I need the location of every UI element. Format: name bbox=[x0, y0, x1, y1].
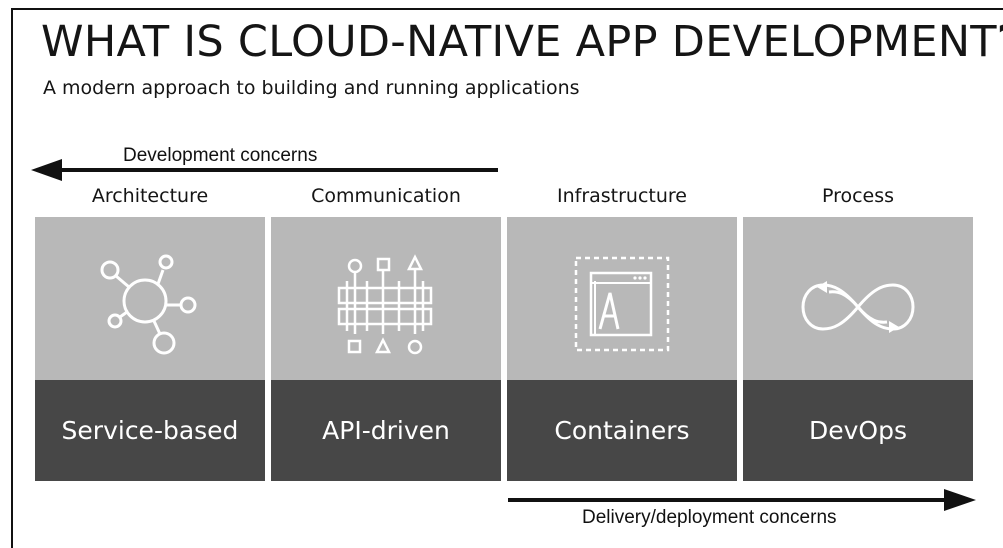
tile-api-driven: API-driven bbox=[271, 217, 501, 481]
tile-icon-area bbox=[507, 217, 737, 380]
tile-devops: DevOps bbox=[743, 217, 973, 481]
delivery-arrow bbox=[508, 489, 976, 511]
tile-containers: Containers bbox=[507, 217, 737, 481]
container-app-icon bbox=[574, 256, 670, 352]
tile-icon-area bbox=[35, 217, 265, 380]
title-text: WHAT IS CLOUD-NATIVE APP DEVELOPMENT bbox=[41, 17, 997, 67]
title-question-mark: ? bbox=[997, 17, 1003, 67]
tile-service-based: Service-based bbox=[35, 217, 265, 481]
column-heading-communication: Communication bbox=[311, 185, 461, 207]
development-arrow bbox=[31, 159, 498, 181]
column-heading-process: Process bbox=[821, 185, 895, 207]
network-hub-icon bbox=[100, 254, 197, 355]
development-concerns-label: Development concerns bbox=[123, 145, 318, 166]
tile-label: API-driven bbox=[322, 416, 450, 445]
tile-label-area bbox=[507, 380, 737, 481]
tile-label: Service-based bbox=[61, 416, 239, 445]
api-grid-icon bbox=[337, 254, 433, 355]
tile-label-area bbox=[743, 380, 973, 481]
tile-label: Containers bbox=[554, 416, 690, 445]
tile-icon-area bbox=[743, 217, 973, 380]
page-title: WHAT IS CLOUD-NATIVE APP DEVELOPMENT? bbox=[41, 17, 1003, 67]
diagram-frame bbox=[11, 8, 1003, 548]
infinity-loop-icon bbox=[801, 281, 915, 333]
tile-label-area bbox=[35, 380, 265, 481]
page-subtitle: A modern approach to building and runnin… bbox=[43, 77, 580, 99]
delivery-concerns-label: Delivery/deployment concerns bbox=[582, 507, 837, 528]
tile-label: DevOps bbox=[809, 416, 907, 445]
tile-label-area bbox=[271, 380, 501, 481]
column-heading-infrastructure: Infrastructure bbox=[556, 185, 687, 207]
column-heading-architecture: Architecture bbox=[91, 185, 209, 207]
